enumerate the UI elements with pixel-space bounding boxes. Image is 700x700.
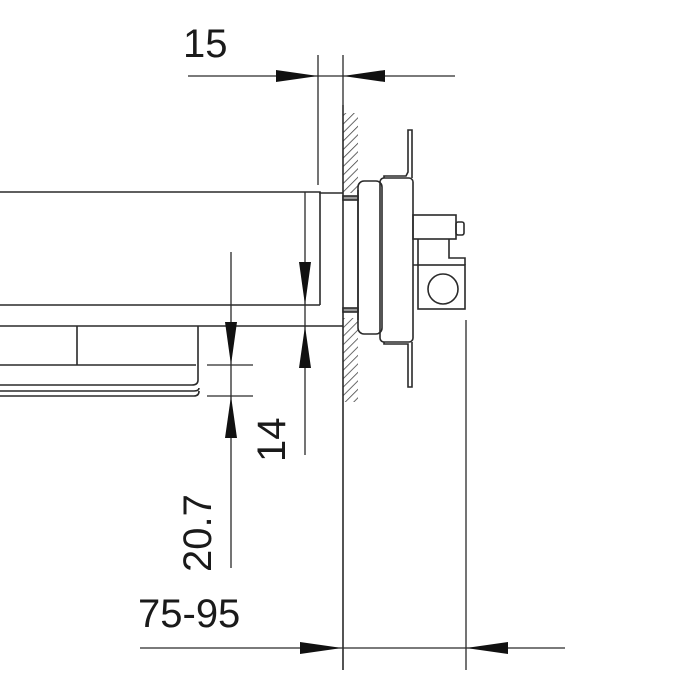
dimension-label-20-7: 20.7 <box>176 494 220 572</box>
concealed-box <box>357 129 466 388</box>
dimension-label-14: 14 <box>250 417 294 463</box>
wall-section <box>342 105 359 670</box>
dimension-arrows <box>225 70 508 654</box>
spout-body <box>0 191 343 397</box>
dimension-label-15: 15 <box>183 22 228 66</box>
dimension-label-75-95: 75-95 <box>138 592 241 636</box>
